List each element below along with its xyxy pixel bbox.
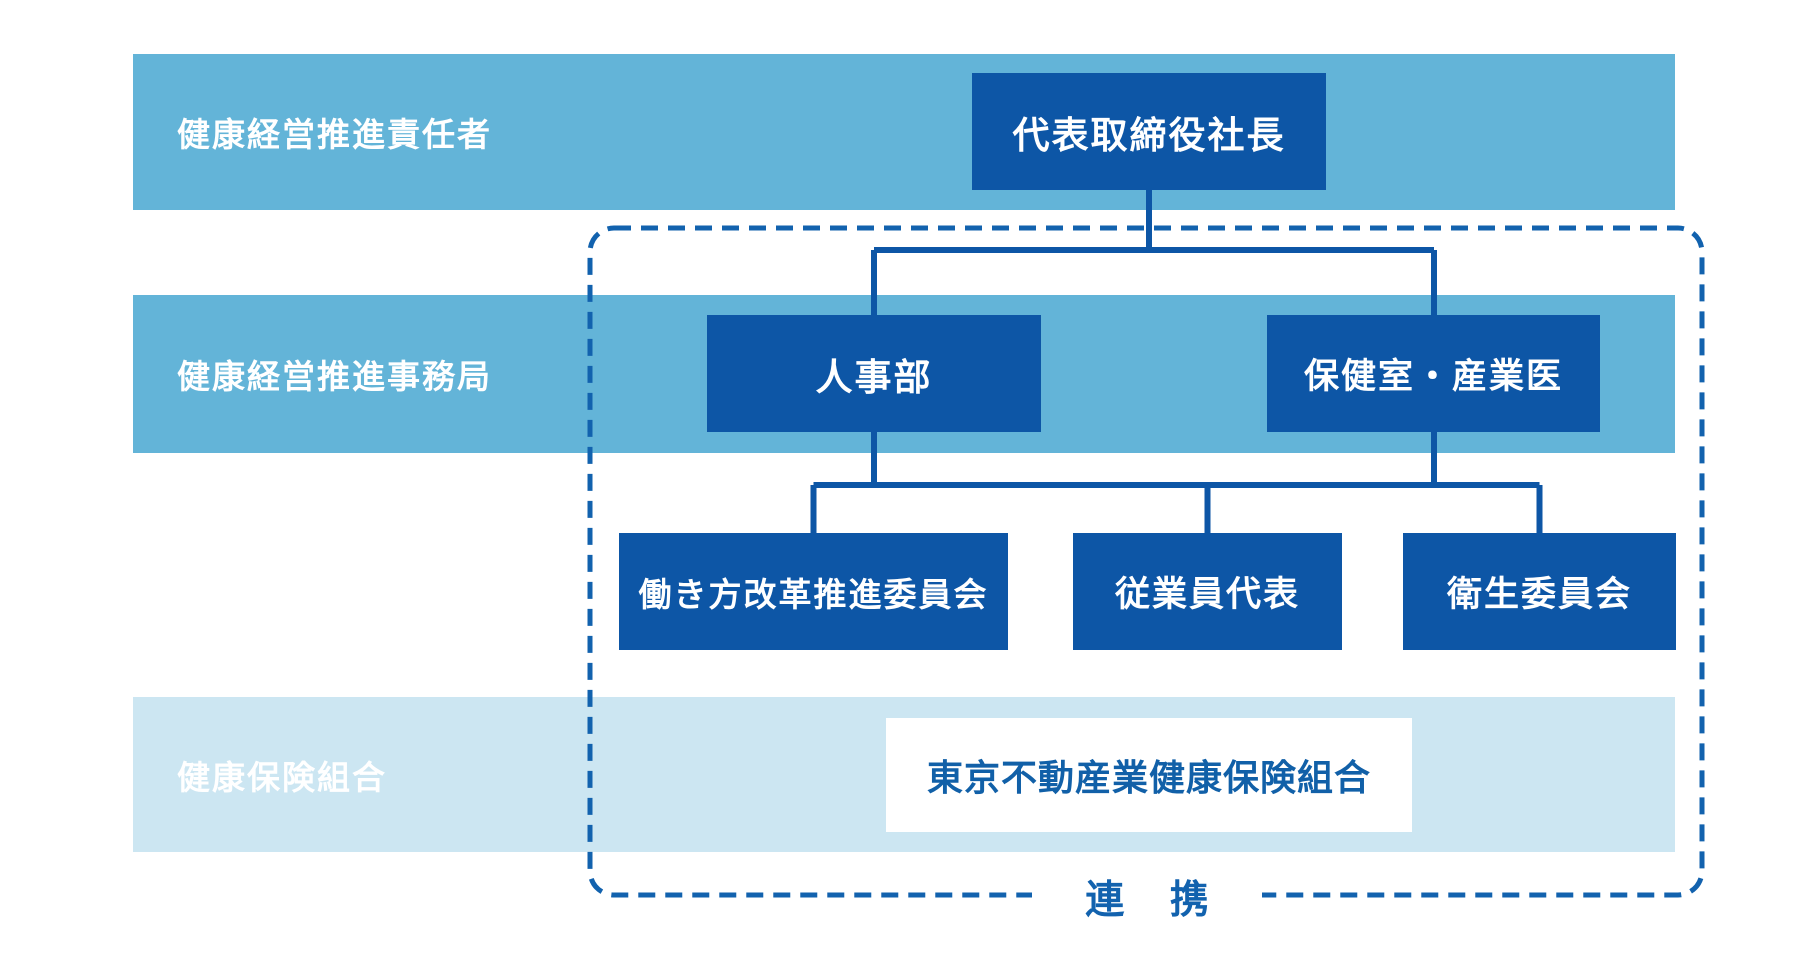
node-workstyle-reform-committee: 働き方改革推進委員会 (619, 533, 1008, 650)
band-health-management-officer: 健康経営推進責任者 (133, 54, 1675, 210)
node-insurance-union-label: 東京不動産業健康保険組合 (926, 758, 1371, 799)
cooperation-label: 連 携 (1032, 871, 1262, 923)
node-president-label: 代表取締役社長 (1012, 113, 1286, 157)
band-label-officer: 健康経営推進責任者 (177, 115, 492, 154)
org-connector-lines (810, 190, 1543, 533)
node-hygiene-committee: 衛生委員会 (1403, 533, 1676, 650)
node-hygiene-label: 衛生委員会 (1446, 575, 1632, 615)
node-employee-rep-label: 従業員代表 (1114, 575, 1300, 615)
node-hr-department: 人事部 (707, 315, 1041, 432)
node-employee-representative: 従業員代表 (1073, 533, 1342, 650)
node-insurance-union: 東京不動産業健康保険組合 (886, 718, 1412, 832)
node-health-office-industrial-physician: 保健室・産業医 (1267, 315, 1600, 432)
cooperation-dashed-frame (587, 225, 1705, 898)
band-label-office: 健康経営推進事務局 (177, 357, 492, 396)
node-health-office-label: 保健室・産業医 (1303, 357, 1563, 397)
node-president: 代表取締役社長 (972, 73, 1326, 190)
node-workstyle-label: 働き方改革推進委員会 (638, 574, 989, 614)
band-label-insurance: 健康保険組合 (177, 757, 387, 797)
node-hr-label: 人事部 (815, 355, 933, 399)
